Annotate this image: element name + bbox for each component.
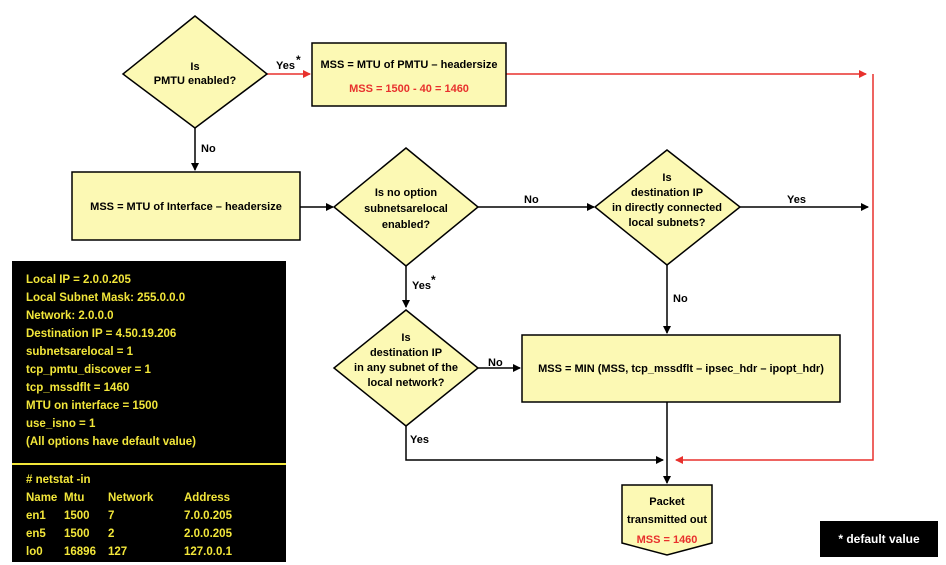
param-destination-ip: Destination IP = 4.50.19.206 [26,328,177,340]
decision-subnets-line1: Is no option [375,187,438,199]
param-use-isno: use_isno = 1 [26,418,96,430]
min-mss-formula: MSS = MIN (MSS, tcp_mssdflt – ipsec_hdr … [538,363,824,375]
netstat-row: en5 1500 2 2.0.0.205 [26,525,286,543]
arrow-red-return [675,74,874,464]
netstat-cell: 2.0.0.205 [184,528,232,540]
interface-mss-formula: MSS = MTU of Interface – headersize [90,201,282,213]
process-min-mss: MSS = MIN (MSS, tcp_mssdflt – ipsec_hdr … [521,334,841,403]
decision-any-line4: local network? [367,377,444,389]
netstat-cell: 7 [108,510,115,522]
decision-any-line3: in any subnet of the [354,362,458,374]
label-subnets-yes: Yes [412,280,431,292]
process-pmtu-mss: MSS = MTU of PMTU – headersize MSS = 150… [311,42,507,107]
param-subnet-mask: Local Subnet Mask: 255.0.0.0 [26,292,186,304]
label-subnets-no: No [524,194,539,206]
panel-divider [12,463,286,465]
netstat-row: en1 1500 7 7.0.0.205 [26,507,286,525]
result-line1: Packet [649,496,685,508]
label-direct-yes: Yes [787,194,806,206]
netstat-cell: 127.0.0.1 [184,546,232,558]
decision-pmtu-line2: PMTU enabled? [154,75,237,87]
decision-direct-line2: destination IP [631,187,703,199]
default-value-legend: * default value [820,521,938,557]
process-interface-mss: MSS = MTU of Interface – headersize [71,171,301,241]
param-tcp-pmtu-discover: tcp_pmtu_discover = 1 [26,364,151,376]
netstat-header-row: Name Mtu Network Address [26,489,286,507]
netstat-header-mtu: Mtu [64,492,85,504]
decision-pmtu-line1: Is [190,61,199,73]
decision-subnets-line2: subnetsarelocal [364,203,448,215]
config-params: Local IP = 2.0.0.205 Local Subnet Mask: … [12,261,286,451]
param-local-ip: Local IP = 2.0.0.205 [26,274,131,286]
netstat-header-network: Network [108,492,154,504]
label-pmtu-no: No [201,143,216,155]
label-anysubnet-no: No [488,357,503,369]
red-connectors [267,70,874,464]
netstat-cell: 16896 [64,546,96,558]
param-tcp-mssdflt: tcp_mssdflt = 1460 [26,382,130,394]
pmtu-mss-formula: MSS = MTU of PMTU – headersize [321,59,498,71]
netstat-output: # netstat -in Name Mtu Network Address e… [12,465,286,561]
black-connectors [191,128,869,484]
label-direct-no: No [673,293,688,305]
param-network: Network: 2.0.0.0 [26,310,114,322]
decision-pmtu: Is PMTU enabled? [121,15,269,129]
decision-direct-line1: Is [662,172,671,184]
result-packet-out: Packet transmitted out MSS = 1460 [621,484,713,556]
netstat-cell: en5 [26,528,46,540]
netstat-cell: lo0 [26,546,43,558]
netstat-cell: 1500 [64,510,90,522]
param-defaults-note: (All options have default value) [26,436,196,448]
decision-direct-subnets: Is destination IP in directly connected … [593,149,742,266]
label-subnets-yes-star: * [431,273,436,287]
netstat-command: # netstat -in [26,474,91,486]
decision-any-subnet: Is destination IP in any subnet of the l… [332,309,480,427]
label-pmtu-yes: Yes [276,60,295,72]
decision-subnetsarelocal: Is no option subnetsarelocal enabled? [332,147,480,267]
decision-direct-line3: in directly connected [612,202,722,214]
arrow-anysubnet-yes [405,426,664,464]
decision-any-line2: destination IP [370,347,442,359]
netstat-row: lo0 16896 127 127.0.0.1 [26,543,286,561]
netstat-cell: 127 [108,546,128,558]
decision-subnets-line3: enabled? [382,219,431,231]
decision-any-line1: Is [401,332,410,344]
decision-direct-line4: local subnets? [628,217,705,229]
netstat-cell: 2 [108,528,115,540]
netstat-header-address: Address [184,492,231,504]
param-mtu-interface: MTU on interface = 1500 [26,400,158,412]
pmtu-mss-value: MSS = 1500 - 40 = 1460 [349,83,469,95]
result-line2: transmitted out [627,514,707,526]
netstat-cell: 1500 [64,528,90,540]
netstat-cell: en1 [26,510,46,522]
label-pmtu-yes-star: * [296,53,301,67]
result-mss-value: MSS = 1460 [637,534,698,546]
netstat-cell: 7.0.0.205 [184,510,232,522]
param-subnetsarelocal: subnetsarelocal = 1 [26,346,134,358]
netstat-header-name: Name [26,492,58,504]
label-anysubnet-yes: Yes [410,434,429,446]
config-info-panel: Local IP = 2.0.0.205 Local Subnet Mask: … [12,261,286,562]
